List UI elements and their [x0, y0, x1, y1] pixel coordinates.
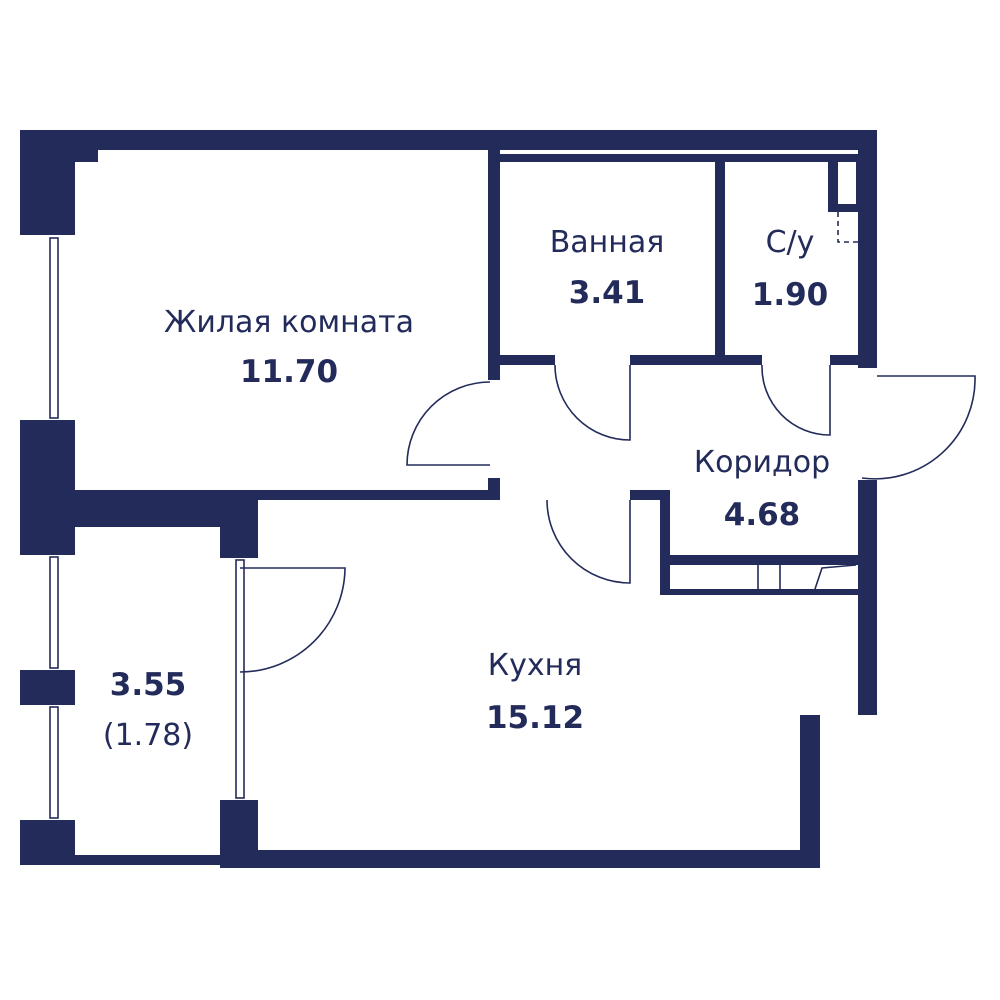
room-kitchen: [258, 500, 858, 850]
door-wc[interactable]: [761, 364, 831, 436]
door-living[interactable]: [406, 381, 491, 466]
window-living: [20, 235, 75, 420]
room-living: [75, 150, 488, 490]
window-balcony-2: [20, 705, 75, 820]
bathroom-name: Ванная: [550, 225, 665, 260]
door-entrance[interactable]: [861, 375, 976, 480]
living-door-opening: [486, 380, 502, 478]
top-line-gap: [500, 150, 858, 154]
wc-area: 1.90: [752, 277, 829, 313]
wc-name: С/у: [766, 225, 815, 260]
wc-dashed-fixture: [837, 212, 858, 243]
window-kitchen-balcony: [220, 558, 258, 800]
corridor-area: 4.68: [724, 497, 801, 533]
kitchen-door-opening: [500, 488, 630, 502]
window-balcony-1: [20, 555, 75, 670]
corridor-closet: [670, 565, 858, 589]
entrance-door-opening: [856, 368, 879, 480]
kitchen-name: Кухня: [488, 648, 582, 683]
door-bathroom[interactable]: [554, 364, 631, 441]
door-balcony[interactable]: [239, 567, 346, 673]
closet-dividers: [757, 564, 857, 590]
living-name: Жилая комната: [164, 305, 414, 340]
bathroom-area: 3.41: [569, 275, 646, 311]
corridor-name: Коридор: [694, 445, 830, 480]
balcony-area: 3.55: [110, 667, 187, 703]
room-corridor-ext: [670, 488, 858, 555]
door-kitchen[interactable]: [546, 499, 631, 584]
living-area: 11.70: [240, 354, 338, 390]
room-balcony: [75, 527, 220, 855]
wc-shaft-inner: [838, 162, 856, 204]
room-bathroom: [500, 162, 715, 355]
bath-door-opening: [555, 353, 630, 367]
kitchen-area: 15.12: [486, 700, 584, 736]
balcony-reduced-area: (1.78): [103, 718, 193, 753]
wc-door-opening: [762, 353, 830, 367]
